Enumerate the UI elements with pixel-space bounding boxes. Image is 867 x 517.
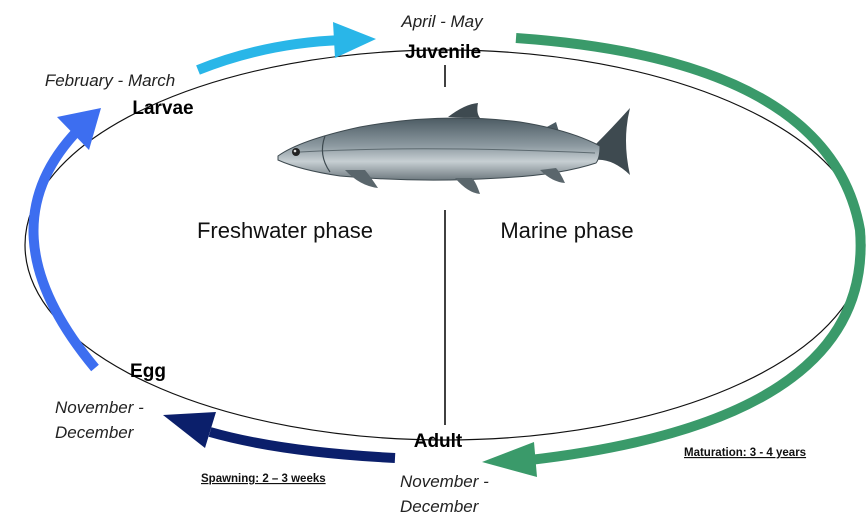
larvae-to-juvenile-arrow	[198, 40, 342, 70]
stage-juvenile: Juvenile	[405, 42, 481, 63]
period-egg-line2: December	[55, 423, 135, 442]
period-adult-line1: November -	[400, 472, 489, 491]
stage-larvae: Larvae	[132, 98, 193, 119]
maturation-arrow	[516, 38, 861, 460]
period-egg-line1: November -	[55, 398, 144, 417]
fish-icon	[278, 103, 630, 194]
maturation-note: Maturation: 3 - 4 years	[684, 447, 806, 459]
period-larvae: February - March	[45, 71, 175, 90]
stage-egg: Egg	[130, 361, 166, 382]
spawning-note: Spawning: 2 – 3 weeks	[201, 473, 326, 485]
phase-freshwater: Freshwater phase	[197, 218, 373, 243]
stage-adult: Adult	[414, 431, 463, 452]
phase-marine: Marine phase	[500, 218, 633, 243]
egg-to-larvae-arrow	[33, 128, 95, 368]
spawning-arrowhead	[163, 412, 216, 448]
spawning-arrow	[210, 432, 395, 458]
period-adult-line2: December	[400, 497, 480, 516]
period-juvenile: April - May	[400, 12, 484, 31]
maturation-arrowhead	[482, 442, 537, 477]
